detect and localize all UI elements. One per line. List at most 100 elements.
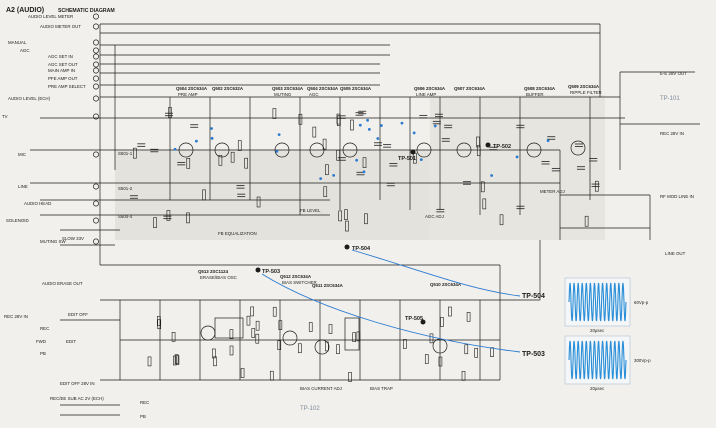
resistor (424, 354, 429, 364)
connector-terminal (93, 217, 99, 224)
resistor (240, 368, 245, 378)
wires (30, 23, 700, 416)
voltage-marker (355, 158, 359, 162)
rec-28v-in-label: REC 28V IN (4, 314, 28, 319)
tp-502-dot (485, 142, 491, 148)
resistor (171, 332, 176, 342)
connectors (93, 13, 99, 245)
resistor (132, 147, 137, 159)
components (129, 107, 600, 382)
resistor (482, 198, 487, 210)
waveform-time-tp503: 20μsec (590, 386, 605, 391)
resistor (356, 331, 361, 342)
resistor (438, 356, 443, 367)
voltage-marker (362, 170, 366, 174)
input-label: PFE AMP OUT (48, 76, 78, 81)
connector-terminal (93, 83, 99, 90)
resistor (166, 210, 171, 221)
resistor (336, 149, 340, 161)
resistor (237, 140, 242, 151)
fb-equalization-label: FB EQUALIZATION (218, 231, 257, 236)
connector-terminal (93, 151, 99, 158)
resistor (230, 151, 235, 163)
connector-terminal (93, 47, 99, 54)
transistor-ref: Q509 2SC634A (568, 84, 600, 89)
input-label: MIC (18, 152, 26, 157)
connector-terminal (93, 95, 99, 102)
resistor (474, 348, 479, 358)
audio-erase-label: AUDIO ERASE OUT (42, 281, 83, 286)
input-label: AUDIO METER OUT (40, 24, 81, 29)
resistor (461, 371, 466, 381)
transistor-role: ERASE/BIAS OSC (200, 275, 237, 280)
voltage-marker (379, 124, 383, 127)
resistor (175, 355, 180, 365)
resistor (157, 319, 162, 330)
input-label: MAIN AMP IN (48, 68, 75, 73)
resistor (348, 372, 352, 382)
transistor-ref: Q510 2SC634A (430, 282, 462, 287)
agc-adj-label: AGC ADJ (425, 214, 444, 219)
resistor (298, 113, 303, 125)
resistor (256, 196, 261, 208)
transistor-role: BUFFER (526, 92, 544, 97)
tp-503-label: TP-503 (262, 269, 280, 275)
transistor-ref: Q503 2SC634A (272, 86, 304, 91)
resistor (476, 136, 480, 148)
voltage-marker (173, 147, 177, 151)
resistor (499, 214, 504, 226)
input-label: SOLENOID (6, 218, 29, 223)
s502-label: S501-2 (118, 186, 133, 191)
resistor (147, 356, 152, 367)
tp101-marker: TP-101 (660, 96, 680, 102)
resistor (298, 343, 302, 354)
fb-level-label: FB LEVEL (300, 208, 321, 213)
resistor (312, 126, 317, 138)
input-label: AGC (20, 48, 30, 53)
test-points: TP-502 TP-501 TP-504 TP-503 TP-505 (255, 142, 521, 353)
resistor (308, 322, 313, 332)
resistor (213, 356, 217, 367)
transistor-role: MUTING (274, 92, 292, 97)
waveform-time-tp504: 20μsec (590, 328, 605, 333)
rf-mod-label: RF MOD LINE IN (660, 194, 694, 199)
resistor (337, 115, 341, 127)
connector-terminal (93, 238, 99, 245)
rec-label: REC (140, 400, 149, 405)
resistor (244, 157, 248, 169)
resistor (153, 217, 157, 228)
voltage-marker (433, 124, 437, 128)
transistor-symbol (178, 142, 194, 158)
resistor (448, 306, 452, 317)
voltage-marker (332, 173, 336, 177)
pcb-tint (430, 95, 605, 240)
resistor (186, 158, 191, 169)
voltage-marker (319, 177, 323, 181)
resistor (157, 316, 161, 326)
input-label: LINE (18, 184, 28, 189)
resistor (251, 328, 256, 338)
voltage-marker (358, 123, 362, 127)
tp-504-label: TP-504 (352, 246, 371, 252)
tp-505-label: TP-505 (405, 316, 423, 322)
voltage-marker (419, 158, 423, 162)
connector-terminal (93, 23, 99, 30)
transistor-symbol (342, 142, 358, 158)
voltage-marker (210, 136, 214, 140)
transistor-symbol (282, 330, 298, 346)
connector-terminal (93, 53, 99, 60)
resistor (174, 354, 179, 364)
resistor (218, 155, 223, 166)
voltage-marker (195, 139, 198, 143)
connector-terminal (93, 39, 99, 46)
connector-terminal (93, 75, 99, 82)
ee-28v-label: E-E 28V OUT (660, 71, 687, 76)
resistor (466, 312, 471, 322)
s504-label: S504-4 (118, 214, 133, 219)
waveform-label-tp504: TP-504 (522, 293, 545, 300)
transistor-ref: Q511 2SC634A (312, 283, 344, 288)
transistor-symbol (200, 325, 216, 341)
